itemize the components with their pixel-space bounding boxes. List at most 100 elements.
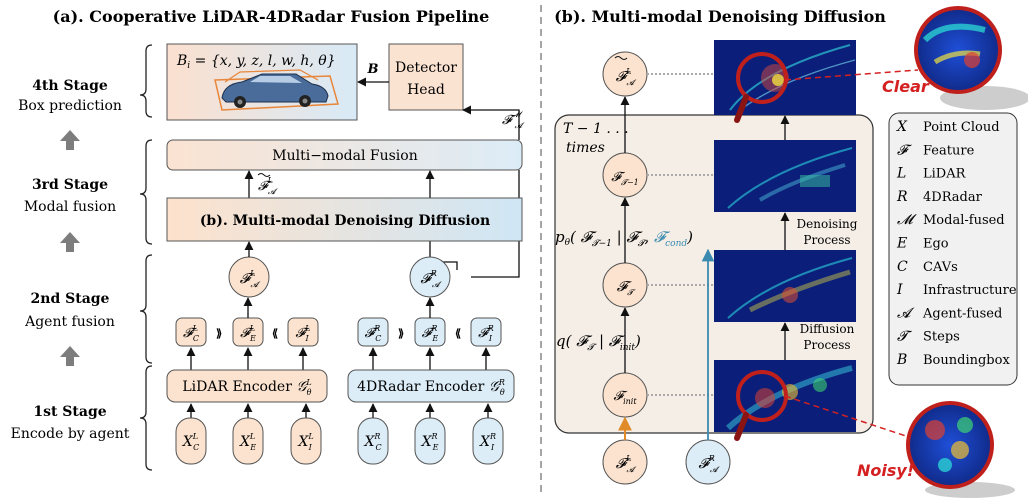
zoom-noisy [906,401,1015,498]
radar-agent-node [409,256,451,298]
legend-text: Ego [923,237,949,252]
stage-4: 4th Stage Box prediction [18,78,122,114]
legend-symbol: 𝓐 [897,305,915,321]
svg-text:⟫: ⟫ [216,327,222,340]
legend-box [888,112,1018,386]
pc-image-denoise [714,140,856,212]
loop-label: T − 1 . . . [563,121,629,137]
right-title: (b). Multi-modal Denoising Diffusion [554,7,886,26]
denoising-block-label: (b). Multi-modal Denoising Diffusion [200,213,490,229]
node-t-minus-1 [602,152,648,198]
multimodal-fusion-label: Multi−modal Fusion [272,148,417,164]
legend-symbol: C [897,259,908,275]
detector-head-line1: Detector [395,60,457,76]
stage-1: 1st Stage Encode by agent [11,404,130,442]
legend-symbol: R [896,189,908,205]
pc-image-diffusion [714,250,856,322]
stage-3-name: 3rd Stage [32,177,108,193]
legend-text: LiDAR [923,167,967,182]
stage-arrows [60,130,80,366]
denoising-block [166,197,523,242]
svg-text:𝓕RE: 𝓕RE [422,324,439,343]
clear-label: Clear [882,77,930,96]
svg-text:⟫: ⟫ [398,327,404,340]
stage-4-desc: Box prediction [18,98,122,114]
svg-text:𝓕LE: 𝓕LE [240,324,256,343]
lidar-encoder-box [166,369,328,403]
q-formula: q( 𝓕𝓣 | 𝓕init) [556,332,641,353]
legend-symbol: B [896,352,907,368]
svg-text:XRI: XRI [479,432,496,452]
svg-text:𝓕LC: 𝓕LC [183,324,199,343]
node-init [602,372,648,418]
detector-head-box [388,43,464,111]
noisy-label: Noisy! [857,461,914,480]
legend-text: CAVs [923,260,958,275]
stage-1-name: 1st Stage [33,404,106,420]
svg-text:XRE: XRE [421,432,439,452]
svg-text:𝓕RC: 𝓕RC [365,324,382,343]
stage-2: 2nd Stage Agent fusion [24,291,115,330]
legend-symbol: E [896,236,907,252]
stage-2-name: 2nd Stage [31,291,110,307]
svg-text:XRC: XRC [363,432,381,452]
left-title: (a). Cooperative LiDAR-4DRadar Fusion Pi… [53,7,490,26]
legend-symbol: I [896,282,903,298]
legend-text: 4DRadar [923,190,983,205]
legend-text: Modal-fused [923,213,1005,228]
stage-braces [139,44,153,471]
legend-text: Feature [923,143,975,158]
svg-text:XLE: XLE [239,432,256,452]
arrow-label-b: B [367,62,379,77]
diffusion-process-line2: Process [803,338,850,352]
legend-text: Boundingbox [923,353,1010,368]
box-formula: Bi = {x, y, z, l, w, h, θ} [176,53,336,71]
arrow-fusion-to-head [462,105,520,140]
zoom-line-clear [784,69,919,81]
multimodal-fusion-box [166,139,523,171]
legend-symbol: 𝓜 [897,212,917,228]
loop-times: times [566,140,605,156]
radar-encoder-box [347,369,515,403]
stage-1-desc: Encode by agent [11,426,130,442]
zoom-clear [914,6,1028,110]
svg-text:XLI: XLI [297,432,313,452]
detector-head-line2: Head [407,82,445,98]
svg-text:⟪: ⟪ [272,327,278,340]
legend-text: Point Cloud [923,120,1000,135]
legend-symbol: X [896,119,908,135]
image-connectors [647,73,714,396]
legend-text: Steps [923,330,960,345]
zoom-line-noisy [784,395,919,441]
magnifier-top-icon [734,52,788,123]
svg-text:⟪: ⟪ [455,327,461,340]
output-tilde [614,56,628,60]
legend-text: Infrastructure [923,283,1017,298]
diffusion-process-line1: Diffusion [800,322,855,336]
denoising-process-line1: Denoising [797,217,858,231]
legend-symbol: L [896,166,906,182]
stage-3-desc: Modal fusion [24,199,116,215]
denoising-process-line2: Process [803,233,850,247]
stage-4-name: 4th Stage [32,78,108,94]
car-icon [214,69,339,111]
stage-2-desc: Agent fusion [24,314,115,330]
tilde-mark [257,173,271,177]
legend-text: Agent-fused [922,306,1002,321]
stage-3: 3rd Stage Modal fusion [24,177,116,215]
encoder-to-feature-arrows [186,347,491,370]
input-to-encoder-arrows [186,403,493,418]
svg-text:𝓕RI: 𝓕RI [478,324,494,343]
svg-text:𝓕LI: 𝓕LI [296,324,311,343]
svg-text:XLC: XLC [182,432,199,452]
